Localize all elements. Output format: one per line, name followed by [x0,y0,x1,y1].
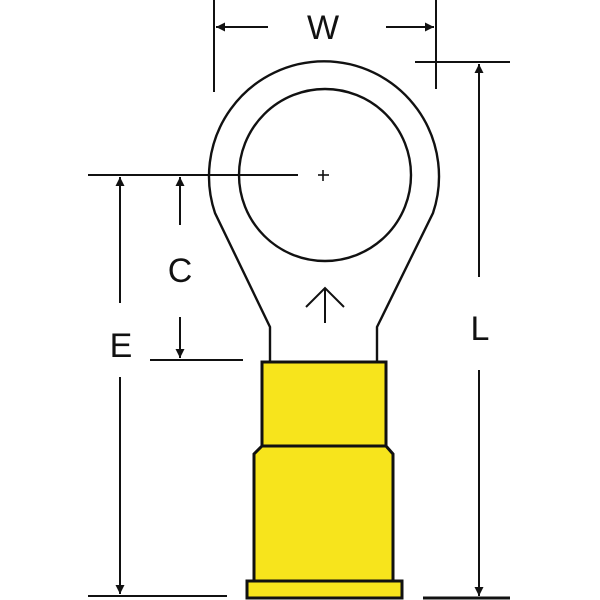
direction-arrow-icon [305,286,345,323]
dimension-l [415,61,510,600]
dimension-w [213,0,437,92]
ring-tongue-outline [207,60,441,362]
sleeve-flange [245,579,404,600]
dimension-e [88,174,298,597]
center-mark [318,170,329,181]
dimension-c [150,177,243,361]
sleeve-upper [260,360,388,448]
label-c: C [168,252,193,290]
label-w: W [307,9,339,47]
label-l: L [471,310,490,348]
label-e: E [110,327,133,365]
sleeve-lower [252,444,395,583]
insulation-sleeve [245,360,404,600]
